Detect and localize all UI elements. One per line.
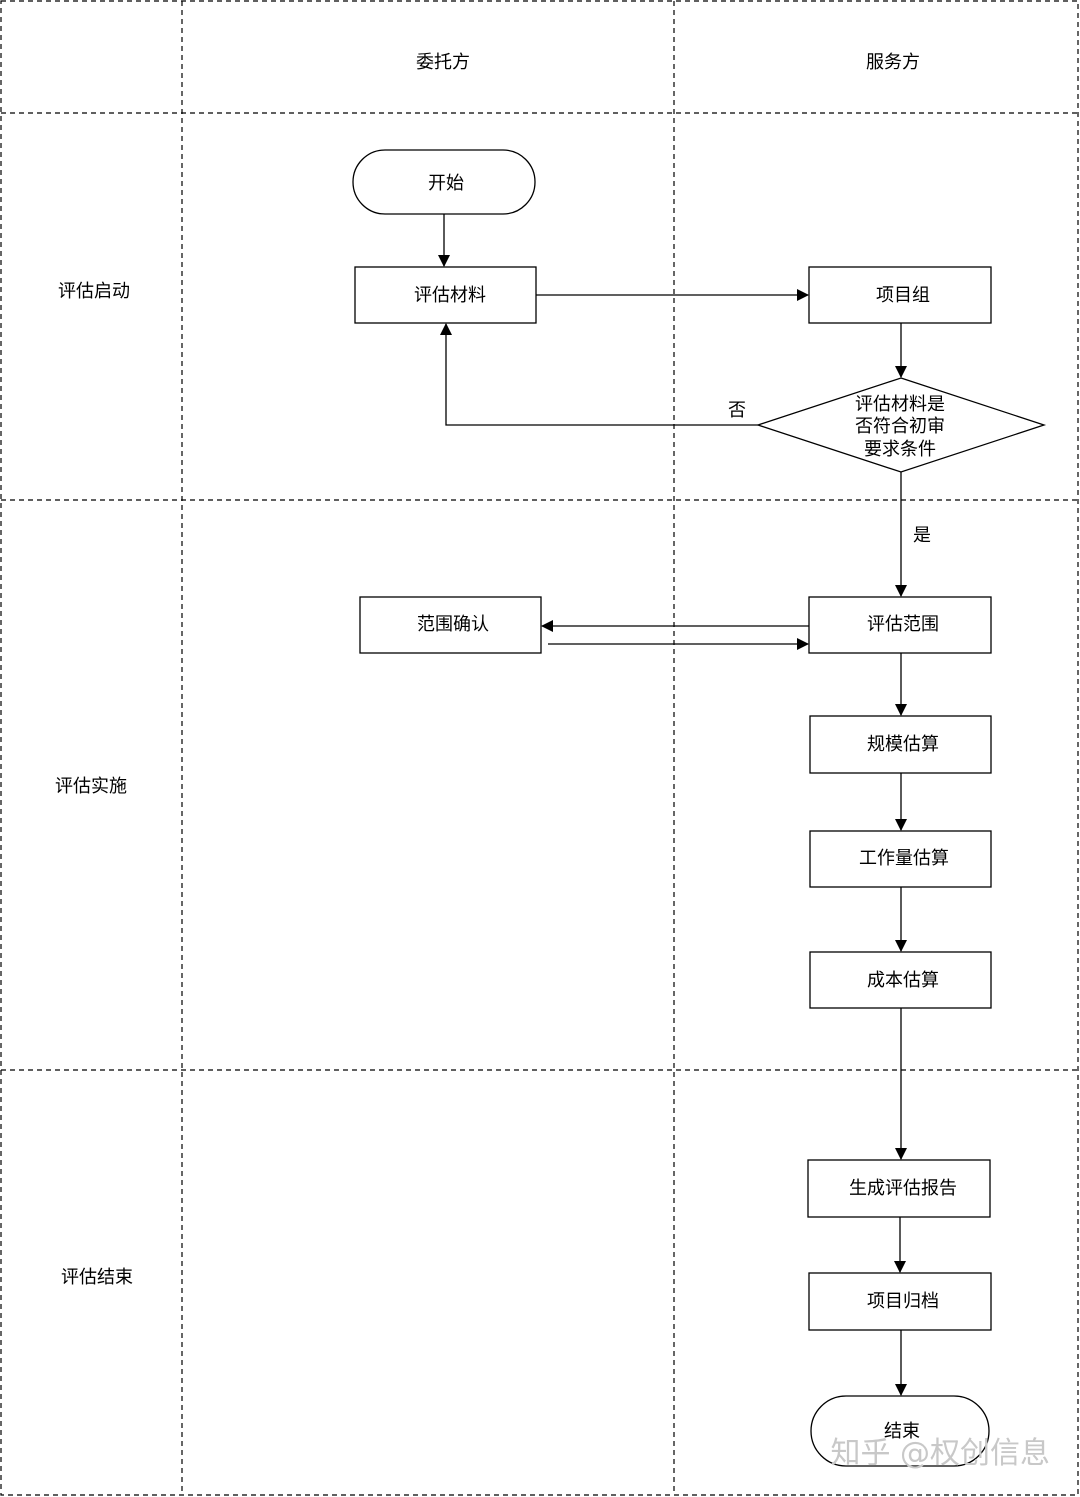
phase-label-implement: 评估实施	[55, 776, 127, 797]
report-box	[807, 1159, 991, 1218]
end-label: 结束	[884, 1421, 920, 1442]
decision-label-line-3: 要求条件	[864, 439, 936, 460]
materials-label: 评估材料	[414, 285, 486, 306]
end-terminal	[810, 1395, 990, 1467]
archive-box	[808, 1272, 992, 1331]
project-team-label: 项目组	[876, 285, 930, 306]
edge-label-yes: 是	[913, 525, 931, 546]
size-estimate-box	[809, 715, 992, 774]
column-header-client: 委托方	[416, 52, 470, 73]
materials-box	[354, 266, 537, 324]
eval-scope-box	[808, 596, 992, 654]
phase-label-end: 评估结束	[61, 1267, 133, 1288]
arrow-decision-no-to-materials	[440, 323, 758, 426]
eval-scope-label: 评估范围	[867, 614, 939, 635]
size-estimate-label: 规模估算	[867, 734, 939, 755]
column-header-provider: 服务方	[866, 52, 920, 73]
scope-confirm-label: 范围确认	[417, 614, 489, 635]
watermark: 知乎 @权创信息	[830, 1436, 1050, 1471]
decision-label-line-1: 评估材料是	[855, 394, 945, 415]
cost-estimate-label: 成本估算	[867, 970, 939, 991]
archive-label: 项目归档	[867, 1291, 939, 1312]
edge-label-no: 否	[728, 400, 746, 421]
project-team-box	[808, 266, 992, 324]
scope-confirm-box	[359, 596, 542, 654]
decision-label-line-2: 否符合初审	[855, 416, 945, 437]
report-label: 生成评估报告	[849, 1178, 957, 1199]
start-label: 开始	[428, 173, 464, 194]
effort-estimate-label: 工作量估算	[859, 848, 949, 869]
phase-label-start: 评估启动	[58, 281, 130, 302]
